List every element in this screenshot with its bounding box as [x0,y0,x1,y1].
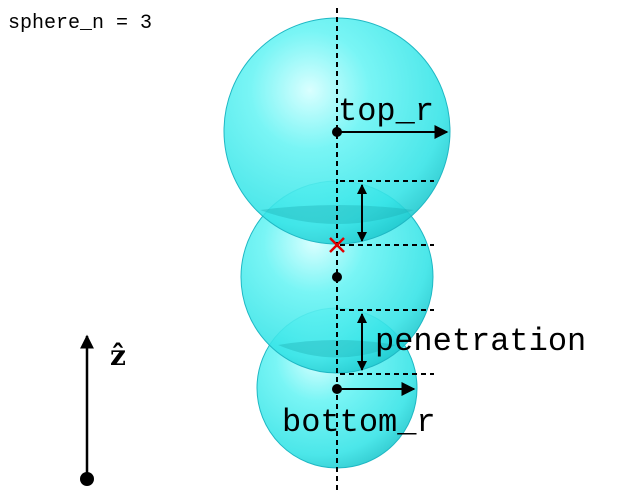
origin-cross-icon [329,237,345,253]
z-axis-label: ẑ [110,339,126,372]
z-axis-origin-dot [80,472,94,486]
top-center-dot [332,127,342,137]
penetration-label: penetration [375,323,586,360]
sphere-count-label: sphere_n = 3 [8,12,152,35]
top-radius-label: top_r [338,93,434,130]
bottom-center-dot [332,384,342,394]
top-overlap-shade [260,205,414,224]
bottom-radius-label: bottom_r [282,404,436,441]
middle-center-dot [332,272,342,282]
